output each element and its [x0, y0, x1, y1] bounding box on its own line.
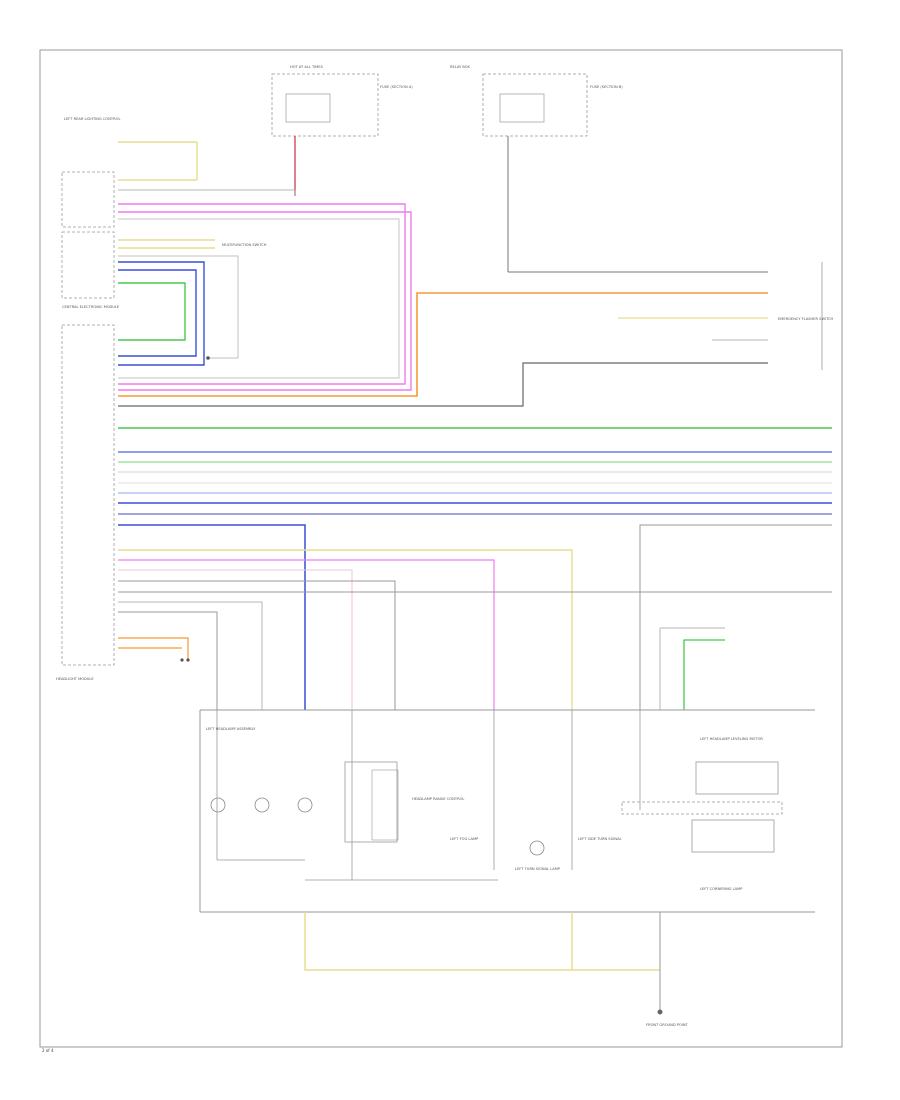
connector-dot-3 [186, 658, 190, 662]
wire-orange-loop [118, 292, 768, 397]
hot-label-a: HOT AT ALL TIMES [290, 65, 324, 69]
left-rear-label: LEFT REAR LIGHTING CONTROL [64, 117, 120, 121]
wire-grey-drop-2 [118, 580, 396, 710]
fog-lamp-box [344, 761, 398, 843]
wire-grey-drop-3 [118, 601, 263, 710]
range-control-box [371, 769, 399, 841]
cornering-lamp-label: LEFT CORNERING LAMP [700, 887, 743, 891]
leveling-motor-box [695, 761, 779, 795]
harness-blue-drop [118, 524, 306, 710]
wire-mf-blue-2 [118, 269, 197, 357]
lamp-bulb-1 [210, 797, 226, 813]
wire-yellow-drop [118, 549, 573, 710]
connector-dot-1 [206, 356, 210, 360]
wire-mf-grey [118, 255, 239, 359]
wire-orange-small-1 [118, 637, 189, 660]
harness-grey-drop [639, 524, 832, 710]
headlamp-module-strip [621, 801, 783, 815]
central-module-label: CENTRAL ELECTRONIC MODULE [62, 305, 120, 309]
wire-mf-blue-1 [118, 261, 205, 366]
connector-dot-2 [180, 658, 184, 662]
left-side-turn-label: LEFT SIDE TURN SIGNAL [578, 837, 622, 841]
wire-grey-loop [118, 218, 400, 379]
lamp-bulb-2 [254, 797, 270, 813]
leveling-motor-label: LEFT HEADLAMP LEVELING MOTOR [700, 737, 763, 741]
light-switch-box [61, 171, 115, 228]
emergency-flasher-label: EMERGENCY FLASHER SWITCH [778, 317, 834, 321]
left-headlamp-label: LEFT HEADLAMP ASSEMBLY [206, 727, 256, 731]
fuse-label-b: FUSE (SECTION B) [590, 85, 623, 89]
left-turn-label: LEFT TURN SIGNAL LAMP [515, 867, 561, 871]
diagram-frame [39, 49, 843, 1048]
left-fog-label: LEFT FOG LAMP [450, 837, 479, 841]
fuse-label-a: FUSE (SECTION A) [380, 85, 413, 89]
wire-mf-green [118, 282, 186, 341]
fuse-symbol-a [285, 93, 331, 123]
fuse-box-a [271, 73, 379, 137]
wire-black-right [118, 362, 768, 407]
lamp-bulb-4 [529, 840, 545, 856]
wire-magenta-loop-1 [118, 203, 406, 385]
central-electronic-module-box [61, 324, 115, 666]
wire-magenta-drop [118, 559, 495, 710]
headlamp-range-label: HEADLAMP RANGE CONTROL [412, 797, 464, 801]
multifunction-switch-box [61, 231, 115, 299]
lamp-bulb-3 [297, 797, 313, 813]
ground-point [657, 1009, 663, 1015]
relay-box-label: RELAY BOX [450, 65, 470, 69]
wire-magenta-loop-2 [118, 211, 412, 391]
fuse-symbol-b [499, 93, 545, 123]
wire-grey-drop-4 [118, 611, 218, 710]
fuse-box-b [482, 73, 588, 137]
mf-switch-label: MULTIFUNCTION SWITCH [222, 243, 267, 247]
page-marker: 2 of 4 [42, 1048, 54, 1053]
wire-pink-drop [118, 569, 353, 710]
cornering-box [691, 819, 775, 853]
ground-wire-left [304, 912, 660, 971]
ground-label: FRONT GROUND POINT [646, 1023, 689, 1027]
module-footer-label: HEADLIGHT MODULE [56, 677, 94, 681]
wire-green-right [683, 639, 725, 710]
